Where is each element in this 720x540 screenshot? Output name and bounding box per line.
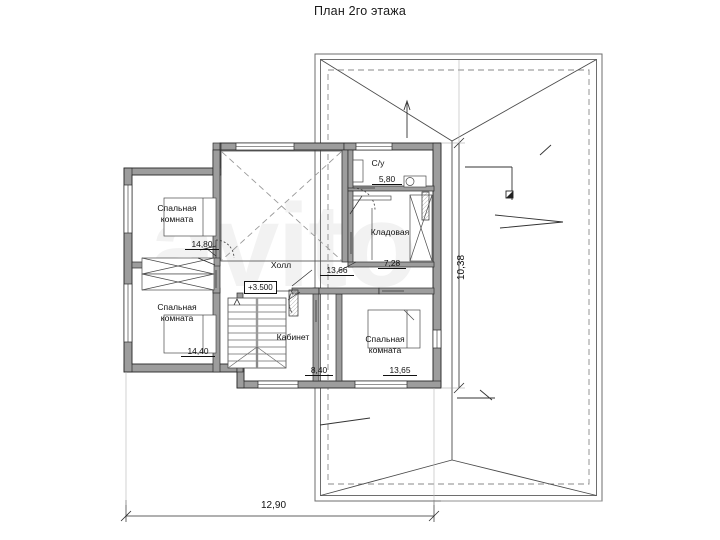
dimension-vertical: [441, 137, 465, 394]
leader-lines: [197, 195, 363, 301]
storage-rack: [409, 194, 433, 262]
hall-void-marker: [221, 151, 342, 261]
staircase: [227, 297, 287, 369]
roof-slope-arrows: [319, 99, 564, 426]
level-mark-badge: +3.500: [244, 281, 277, 294]
room-area-office: 8,40: [305, 365, 333, 376]
hall-void-boundary: [220, 150, 343, 262]
furniture: [163, 159, 427, 354]
room-area-bedroom-bottom-left: 14,40: [181, 346, 215, 357]
room-area-hall: 13,66: [320, 265, 354, 276]
page-title: План 2го этажа: [313, 4, 407, 18]
dimension-guides: [441, 60, 602, 502]
roof-ridge-dashed: [327, 69, 590, 485]
windows: [123, 142, 442, 389]
room-area-storage: 7,28: [378, 258, 406, 269]
dimension-label-horizontal: 12,90: [261, 500, 287, 511]
room-area-bathroom: 5,80: [372, 174, 402, 185]
roof-vent-symbol: [505, 190, 514, 199]
room-area-bedroom-right: 13,65: [383, 365, 417, 376]
dimension-horizontal: [120, 372, 440, 522]
roof-hip-lines: [320, 59, 597, 496]
dimension-label-vertical: 10,38: [456, 254, 467, 280]
room-area-bedroom-top-left: 14,80: [185, 239, 219, 250]
wardrobes: [141, 257, 215, 291]
